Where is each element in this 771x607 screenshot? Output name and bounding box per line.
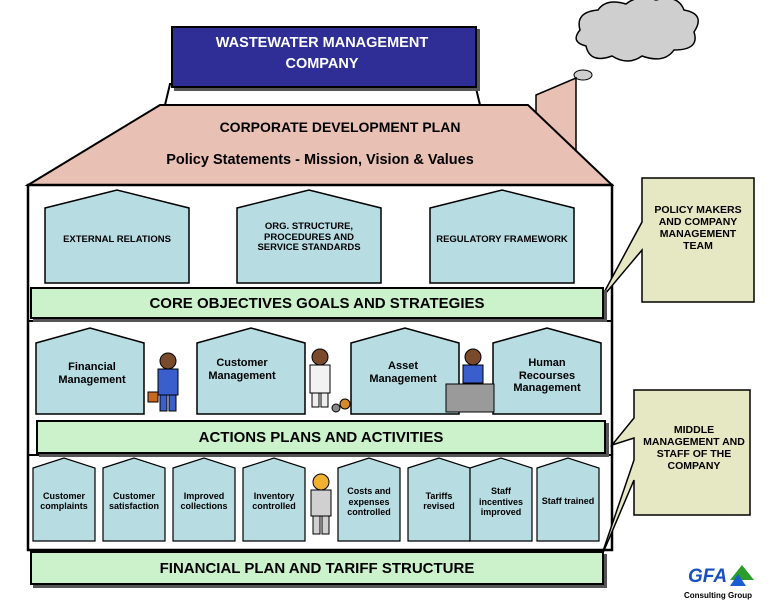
callout-middle-text: MIDDLE MANAGEMENT AND STAFF OF THE COMPA… [643, 423, 745, 473]
top-pillar-shape [44, 189, 190, 284]
smoke-puff [573, 69, 593, 81]
small-pillar-label: Inventory controlled [252, 490, 296, 511]
small-pillar-label: Tariffs revised [423, 490, 455, 511]
callout-top-text: POLICY MAKERS AND COMPANY MANAGEMENT TEA… [654, 203, 742, 253]
worker-figure [310, 473, 332, 535]
small-pillar-label: Customer satisfaction [108, 490, 159, 511]
top-pillar-label: REGULATORY FRAMEWORK [436, 233, 568, 245]
core-objectives-band: CORE OBJECTIVES GOALS AND STRATEGIES [30, 287, 604, 319]
small-pillar-label: Staff incentives improved [478, 486, 524, 518]
callout-top-shape [599, 177, 755, 303]
doctor-figure [309, 348, 351, 413]
businessman-figure [147, 352, 179, 412]
small-pillar-label: Improved collections [180, 490, 228, 511]
mid-pillar-label: Financial Management [58, 361, 126, 386]
title-line1: WASTEWATER MANAGEMENT [215, 34, 429, 51]
mid-pillar-label: Human Recourses Management [513, 357, 581, 395]
top-pillar-shape [429, 189, 575, 284]
mid-pillar-label: Asset Management [369, 360, 437, 385]
title-box [171, 26, 477, 88]
top-pillar-label: EXTERNAL RELATIONS [63, 233, 171, 245]
roof-line2: Policy Statements - Mission, Vision & Va… [166, 151, 474, 168]
smoke-cloud [575, 0, 699, 62]
mid-pillar-label: Customer Management [208, 357, 276, 382]
small-pillar-label: Costs and expenses controlled [347, 486, 391, 518]
gfa-logo-triangle [730, 574, 746, 586]
mid-pillar-shape [35, 327, 145, 415]
top-pillar-shape [236, 189, 382, 284]
small-pillar-label: Customer complaints [40, 490, 88, 511]
gfa-logo-triangle [730, 565, 754, 580]
action-plans-band: ACTIONS PLANS AND ACTIVITIES [36, 420, 606, 454]
title-line2: COMPANY [285, 55, 359, 72]
gfa-logo-text: GFA [688, 566, 728, 587]
gfa-logo-subtitle: Consulting Group [684, 591, 752, 600]
mid-pillar-shape [350, 327, 460, 415]
mid-pillar-shape [196, 327, 306, 415]
desk-worker-figure [445, 348, 495, 413]
small-pillar-label: Staff trained [541, 495, 595, 506]
financial-plan-band: FINANCIAL PLAN AND TARIFF STRUCTURE [30, 551, 604, 585]
small-pillars [32, 457, 600, 542]
roof-line1: CORPORATE DEVELOPMENT PLAN [219, 118, 461, 135]
top-pillar-label: ORG. STRUCTURE, PROCEDURES AND SERVICE S… [257, 220, 361, 254]
